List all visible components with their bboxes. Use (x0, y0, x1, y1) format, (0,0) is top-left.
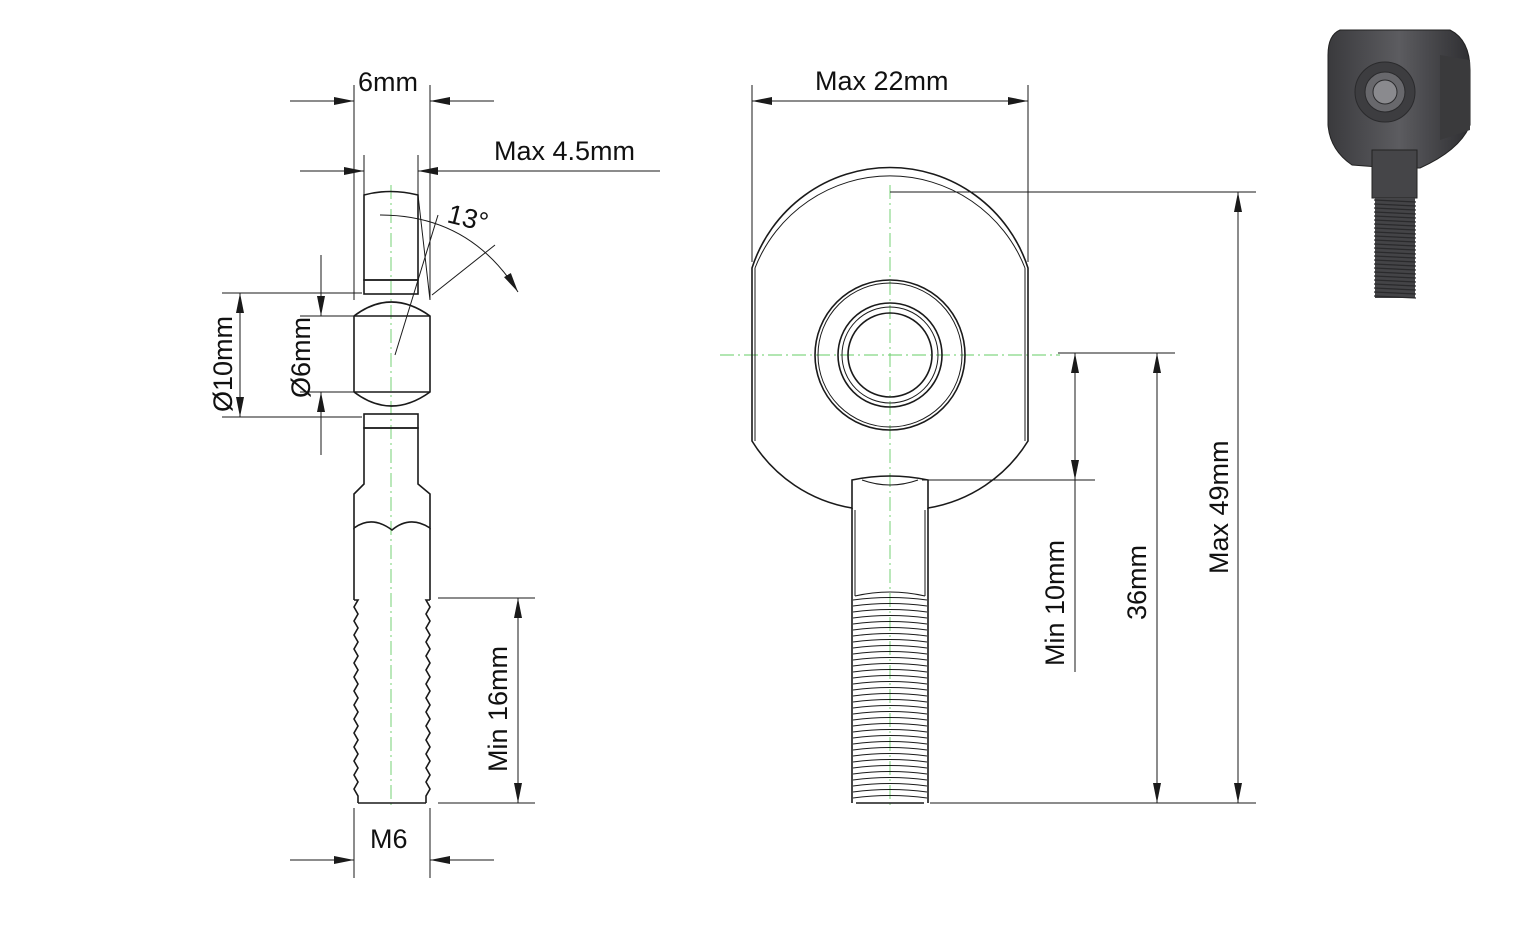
render-thread-line (1373, 199, 1417, 203)
shank (353, 528, 431, 600)
dim-max-4-5mm-label: Max 4.5mm (494, 136, 635, 166)
dim-max-22mm-label: Max 22mm (815, 66, 949, 96)
front-view: Max 22mm Max 49mm 36mm Min 10mm (720, 66, 1256, 805)
thread-crest (852, 765, 928, 769)
rod-end-head (751, 166, 1029, 509)
render-thread (1373, 198, 1417, 299)
render-thread-line (1373, 259, 1417, 263)
dim-dia-10mm-label: Ø10mm (208, 316, 238, 412)
spherical-ball (353, 301, 431, 407)
render-thread-line (1373, 215, 1417, 219)
thread-right-profile (424, 599, 431, 803)
product-render (1327, 29, 1471, 299)
thread-crest (852, 729, 928, 733)
thread-crest (852, 669, 928, 673)
render-thread-line (1373, 279, 1417, 283)
thread-crest (852, 675, 928, 679)
neck-section (353, 427, 431, 532)
thread-crest (852, 621, 928, 625)
render-thread-line (1373, 283, 1417, 287)
render-thread-line (1373, 287, 1417, 291)
side-section-view: 13° 6mm Max 4.5mm Ø10mm Ø6mm Min 16mm (208, 67, 660, 878)
thread-crest (852, 627, 928, 631)
dim-max-49mm-label: Max 49mm (1204, 440, 1234, 574)
thread-outline (851, 596, 929, 803)
angle-label: 13° (445, 199, 492, 238)
dim-m6-label: M6 (370, 824, 408, 854)
thread-crest (852, 711, 928, 715)
thread-crest (852, 759, 928, 763)
render-thread-line (1373, 263, 1417, 267)
thread-crest (852, 777, 928, 781)
thread-crest (852, 609, 928, 613)
thread-crest (852, 753, 928, 757)
dim-dia-6mm-label: Ø6mm (286, 317, 316, 398)
front-shank (851, 508, 929, 596)
thread-crest (852, 741, 928, 745)
render-thread-line (1373, 275, 1417, 279)
render-thread-line (1373, 267, 1417, 271)
render-thread-line (1373, 255, 1417, 259)
thread-crest (852, 735, 928, 739)
thread-crest (852, 687, 928, 691)
liner-upper (363, 279, 419, 295)
dim-6mm-label: 6mm (358, 67, 418, 97)
thread-crest (852, 717, 928, 721)
render-thread-line (1373, 251, 1417, 255)
thread-crest (852, 657, 928, 661)
render-thread-line (1373, 219, 1417, 223)
render-thread-line (1373, 227, 1417, 231)
render-thread-line (1373, 211, 1417, 215)
thread-crest (852, 645, 928, 649)
render-thread-line (1373, 243, 1417, 247)
render-thread-line (1373, 207, 1417, 211)
thread-crest (852, 705, 928, 709)
render-thread-line (1373, 291, 1417, 295)
bearing-outer-ring (814, 279, 966, 431)
thread-crest (852, 633, 928, 637)
thread-crest (852, 783, 928, 787)
thread-crest (852, 663, 928, 667)
thread-crest (852, 639, 928, 643)
thread-left-profile (353, 599, 360, 803)
render-thread-line (1373, 247, 1417, 251)
dim-36mm-label: 36mm (1122, 545, 1152, 620)
front-thread (851, 596, 929, 803)
thread-crest (852, 771, 928, 775)
thread-crest (852, 603, 928, 607)
thread-crest (852, 789, 928, 793)
dim-min-16mm-label: Min 16mm (483, 646, 513, 772)
render-thread-line (1373, 223, 1417, 227)
thread-crest (852, 795, 928, 799)
bore (847, 312, 933, 398)
thread-crest (852, 615, 928, 619)
thread-crest (852, 651, 928, 655)
ball-outer (837, 302, 943, 408)
thread-crest (852, 723, 928, 727)
eye-upper-section (363, 190, 419, 281)
dim-min-10mm-label: Min 10mm (1040, 540, 1070, 666)
thread-crest (852, 597, 928, 601)
render-thread-line (1373, 235, 1417, 239)
thread-crest (852, 693, 928, 697)
render-thread-line (1373, 203, 1417, 207)
angle-arc (379, 214, 519, 293)
render-thread-line (1373, 239, 1417, 243)
thread-crest (852, 681, 928, 685)
thread-crest (852, 699, 928, 703)
render-thread-line (1373, 231, 1417, 235)
thread-crest (852, 747, 928, 751)
render-thread-line (1373, 295, 1417, 299)
render-thread-line (1373, 271, 1417, 275)
